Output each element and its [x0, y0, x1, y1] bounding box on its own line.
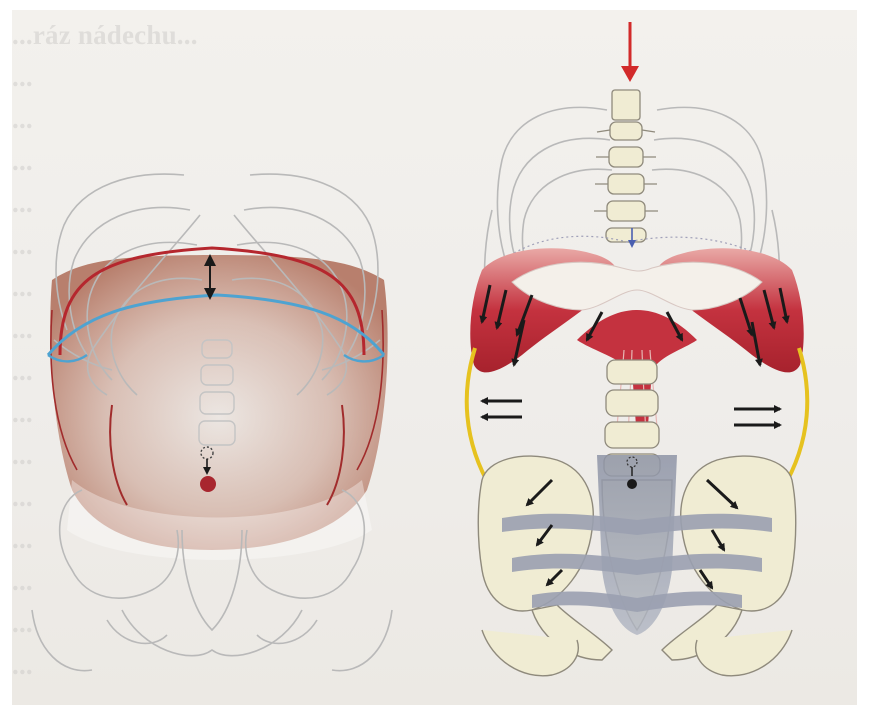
left-femur-head: [32, 610, 92, 671]
left-ilium: [478, 456, 593, 611]
right-ilium: [681, 456, 796, 611]
anatomy-illustration: [12, 10, 857, 705]
central-tendon: [512, 262, 762, 310]
pubic-arch: [122, 610, 302, 656]
left-panel: [32, 174, 392, 671]
downward-red-arrow-icon: [621, 22, 639, 82]
figure-photo: ...ráz nádechu..........................…: [12, 10, 857, 705]
thoracic-spine: [594, 90, 658, 242]
right-femur-head: [332, 610, 392, 671]
right-panel: [467, 22, 808, 676]
